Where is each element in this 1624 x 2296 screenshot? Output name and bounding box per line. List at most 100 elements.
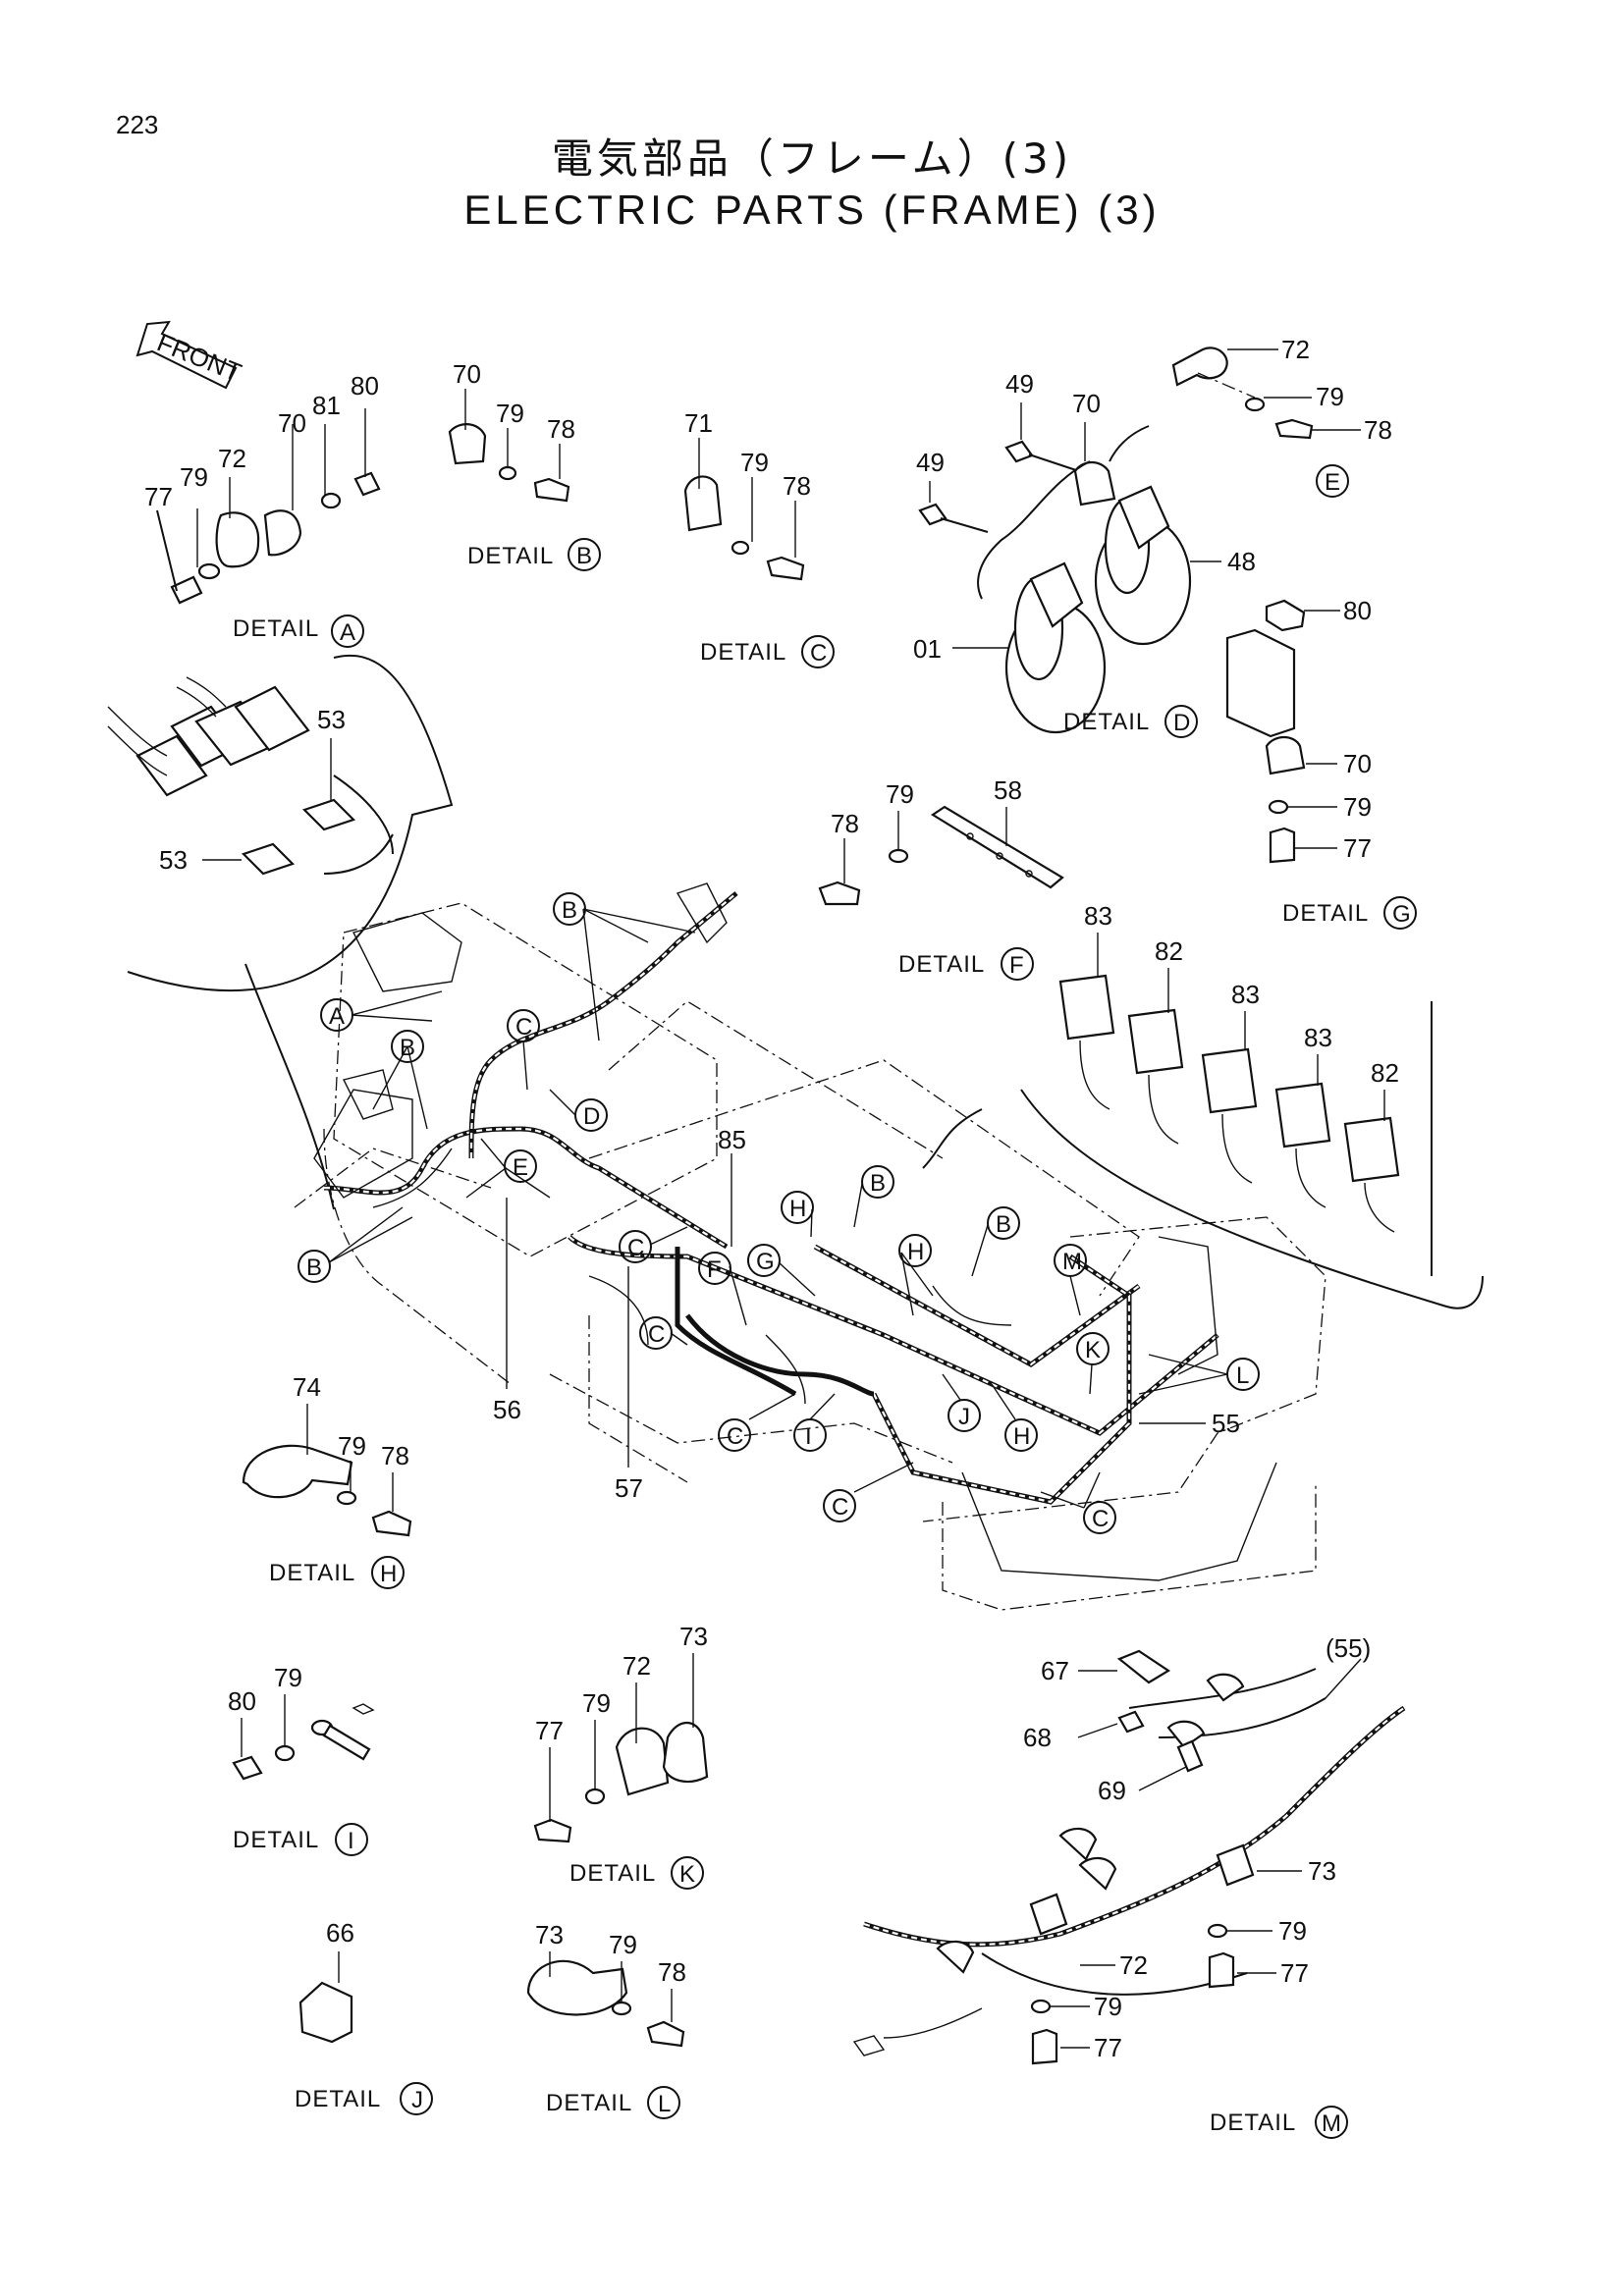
- detail-f-circle: [1001, 947, 1034, 981]
- callout-k: K: [1085, 1337, 1101, 1363]
- detail-m-part-68: 68: [1023, 1723, 1052, 1752]
- detail-d-part-70: 70: [1072, 389, 1101, 418]
- detail-e-group: 72 79 78 E: [1171, 335, 1392, 498]
- relay-53-top: 53: [317, 705, 346, 734]
- detail-m-part-69: 69: [1098, 1776, 1126, 1805]
- detail-a-letter: A: [340, 619, 355, 646]
- callout-b-center: B: [870, 1170, 886, 1197]
- detail-f-part-78: 78: [831, 809, 859, 838]
- callouts: A B C B D E B C F G: [298, 892, 1260, 1534]
- detail-d-part-48: 48: [1227, 547, 1256, 576]
- detail-b-part-79: 79: [496, 399, 524, 428]
- detail-k-part-79: 79: [582, 1688, 611, 1718]
- detail-i-label: DETAIL: [233, 1827, 319, 1853]
- relay-83-c: 83: [1304, 1023, 1332, 1052]
- detail-g-circle: [1383, 896, 1417, 930]
- detail-k-letter: K: [679, 1861, 695, 1888]
- detail-a-part-77: 77: [144, 482, 173, 511]
- detail-m-part-77b: 77: [1094, 2033, 1122, 2062]
- engine-block: [313, 882, 1277, 1581]
- callout-c-bottom: C: [832, 1494, 848, 1521]
- detail-c-part-79: 79: [740, 448, 769, 477]
- front-arrow-icon: FRONT: [135, 320, 245, 390]
- detail-m-label: DETAIL: [1210, 2109, 1296, 2136]
- callout-d: D: [583, 1103, 600, 1130]
- detail-g-label: DETAIL: [1282, 900, 1369, 927]
- callout-e: E: [513, 1154, 528, 1181]
- detail-f-label: DETAIL: [898, 951, 985, 978]
- detail-k-circle: [671, 1856, 704, 1890]
- detail-e-circle: [1316, 464, 1349, 498]
- callout-c-upper: C: [515, 1014, 532, 1041]
- detail-i-group: 80 79 DETAIL I: [228, 1663, 375, 1856]
- callout-f: F: [707, 1256, 722, 1283]
- relay-83-a: 83: [1084, 901, 1112, 931]
- detail-h-part-74: 74: [293, 1372, 321, 1402]
- detail-i-part-80: 80: [228, 1686, 256, 1716]
- relay-83-b: 83: [1231, 980, 1260, 1009]
- detail-i-part-79: 79: [274, 1663, 302, 1692]
- relay-82-b: 82: [1371, 1058, 1399, 1088]
- detail-k-label: DETAIL: [569, 1860, 656, 1887]
- detail-g-part-80: 80: [1343, 596, 1372, 625]
- detail-m-part-77a: 77: [1280, 1958, 1309, 1988]
- detail-d-part-01: 01: [913, 634, 942, 664]
- detail-e-part-79: 79: [1316, 382, 1344, 411]
- page-number: 223: [116, 110, 159, 139]
- detail-j-group: 66 DETAIL J: [295, 1918, 433, 2115]
- callout-m: M: [1062, 1249, 1082, 1275]
- detail-f-part-58: 58: [994, 775, 1022, 805]
- callout-h-lower: H: [1013, 1423, 1030, 1450]
- callout-b-top: B: [562, 897, 577, 924]
- detail-a-part-72: 72: [218, 444, 246, 473]
- detail-g-part-79: 79: [1343, 792, 1372, 822]
- callout-b-left: B: [400, 1035, 415, 1061]
- detail-a-part-80: 80: [351, 371, 379, 400]
- detail-b-label: DETAIL: [467, 543, 554, 569]
- detail-f-part-79: 79: [886, 779, 914, 809]
- detail-e-part-72: 72: [1281, 335, 1310, 364]
- detail-i-letter: I: [348, 1828, 354, 1854]
- detail-m-part-72: 72: [1119, 1950, 1148, 1980]
- detail-d-group: 49 70 49 48 01 DETAIL D: [913, 369, 1256, 738]
- harness-55: 55: [1212, 1409, 1240, 1438]
- detail-d-label: DETAIL: [1063, 709, 1150, 735]
- harness-85: 85: [718, 1125, 746, 1154]
- callout-c-right: C: [1092, 1506, 1109, 1532]
- callout-j: J: [958, 1404, 970, 1430]
- harness-57: 57: [615, 1473, 643, 1503]
- detail-m-part-79a: 79: [1278, 1916, 1307, 1946]
- detail-j-part-66: 66: [326, 1918, 354, 1948]
- title-japanese: 電気部品（フレーム）(3): [551, 134, 1073, 183]
- detail-k-part-72: 72: [623, 1651, 651, 1681]
- detail-l-part-78: 78: [658, 1957, 686, 1987]
- detail-j-letter: J: [411, 2087, 423, 2113]
- callout-h-top: H: [789, 1196, 806, 1222]
- detail-l-part-73: 73: [535, 1920, 564, 1949]
- detail-e-letter: E: [1325, 469, 1340, 496]
- detail-k-group: 77 79 72 73 DETAIL K: [533, 1622, 709, 1890]
- detail-f-letter: F: [1009, 952, 1024, 979]
- relay-bubble-right: 83 82 83 83 82: [922, 901, 1484, 1309]
- front-label: FRONT: [153, 327, 245, 387]
- detail-d-circle: [1164, 705, 1198, 738]
- detail-f-group: 78 79 58 DETAIL F: [818, 775, 1064, 981]
- detail-g-group: 80 70 79 77 DETAIL G: [1225, 596, 1417, 930]
- detail-b-group: 70 79 78 DETAIL B: [448, 359, 601, 571]
- detail-c-circle: [801, 635, 835, 668]
- callout-h-mid: H: [907, 1239, 924, 1265]
- callout-b-lower: B: [306, 1255, 322, 1281]
- detail-j-label: DETAIL: [295, 2086, 381, 2112]
- relay-82-a: 82: [1155, 936, 1183, 966]
- detail-k-part-77: 77: [535, 1716, 564, 1745]
- title-english: ELECTRIC PARTS (FRAME) (3): [463, 187, 1161, 233]
- main-harness: [323, 891, 1219, 1505]
- detail-k-part-73: 73: [679, 1622, 708, 1651]
- detail-m-letter: M: [1322, 2110, 1341, 2137]
- detail-i-circle: [335, 1823, 368, 1856]
- detail-g-part-77: 77: [1343, 833, 1372, 863]
- callout-a: A: [329, 1003, 345, 1030]
- detail-l-label: DETAIL: [546, 2090, 632, 2116]
- detail-b-letter: B: [576, 543, 592, 569]
